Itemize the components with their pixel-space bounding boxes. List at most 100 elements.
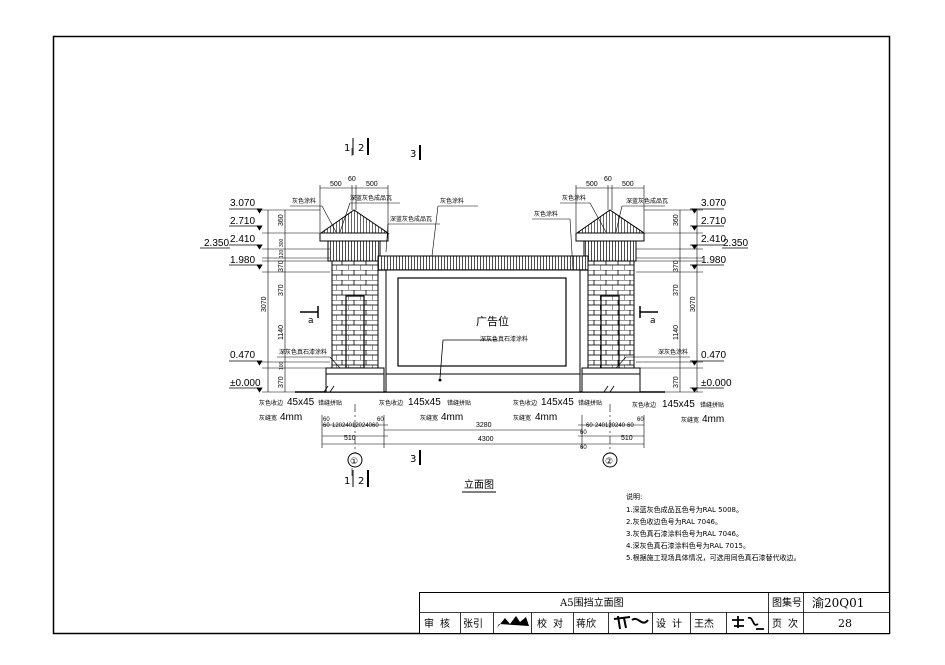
right-vertical-dimensions bbox=[636, 209, 703, 393]
svg-text:60: 60 bbox=[604, 176, 612, 183]
svg-text:深蓝灰色成品瓦: 深蓝灰色成品瓦 bbox=[626, 197, 668, 205]
svg-text:灰色收边: 灰色收边 bbox=[632, 401, 656, 409]
svg-text:500: 500 bbox=[622, 181, 634, 188]
svg-text:错缝拼贴: 错缝拼贴 bbox=[447, 399, 471, 407]
svg-text:300: 300 bbox=[279, 238, 285, 247]
svg-text:510: 510 bbox=[621, 435, 633, 442]
svg-text:145x45: 145x45 bbox=[662, 399, 695, 410]
svg-text:深蓝灰色成品瓦: 深蓝灰色成品瓦 bbox=[390, 215, 432, 223]
title-block: A5围挡立面图 图集号 渝20Q01 审核 张引 校对 蒋欣 设计 王杰 页次 … bbox=[419, 592, 890, 634]
svg-text:100: 100 bbox=[279, 361, 285, 370]
svg-text:370: 370 bbox=[278, 284, 285, 296]
svg-text:设计: 设计 bbox=[656, 617, 688, 630]
svg-text:120: 120 bbox=[332, 423, 343, 429]
material-callouts: 灰色涂料 深蓝灰色成品瓦 灰色涂料 深蓝灰色成品瓦 灰色涂料 灰色涂料 深蓝灰色… bbox=[259, 194, 724, 425]
svg-text:3.070: 3.070 bbox=[230, 198, 255, 209]
svg-text:2: 2 bbox=[358, 476, 364, 487]
svg-text:4300: 4300 bbox=[478, 436, 494, 443]
svg-text:±0.000: ±0.000 bbox=[230, 378, 261, 389]
atlas-label: 图集号 bbox=[772, 596, 802, 609]
svg-text:页次: 页次 bbox=[772, 617, 804, 630]
svg-text:510: 510 bbox=[344, 435, 356, 442]
svg-text:4mm: 4mm bbox=[441, 412, 463, 423]
svg-text:60: 60 bbox=[580, 445, 587, 451]
svg-text:立面图: 立面图 bbox=[464, 478, 494, 491]
left-vertical-dimension-text: 360 300 120 370 370 1140 3070 100 370 bbox=[261, 214, 285, 388]
svg-text:145x45: 145x45 bbox=[408, 397, 441, 408]
svg-text:张引: 张引 bbox=[463, 618, 483, 630]
right-cornice bbox=[575, 232, 645, 242]
gate-elevation: 广告位 bbox=[295, 148, 665, 478]
svg-text:1: 1 bbox=[344, 143, 350, 154]
svg-text:0.470: 0.470 bbox=[701, 350, 726, 361]
svg-text:360: 360 bbox=[673, 214, 680, 226]
axis-labels: ① ② bbox=[347, 452, 618, 468]
right-plinth bbox=[581, 367, 641, 393]
svg-text:120: 120 bbox=[352, 423, 363, 429]
svg-text:60: 60 bbox=[586, 423, 593, 429]
svg-text:60: 60 bbox=[323, 417, 330, 423]
left-plinth bbox=[325, 367, 385, 393]
svg-text:2.灰色收边色号为RAL 7046。: 2.灰色收边色号为RAL 7046。 bbox=[626, 517, 722, 526]
svg-text:5.根据施工现场具体情况，可选用同色真石漆替代收边。: 5.根据施工现场具体情况，可选用同色真石漆替代收边。 bbox=[626, 553, 801, 562]
right-pillar-panel bbox=[600, 295, 620, 369]
svg-text:3: 3 bbox=[410, 149, 416, 160]
svg-text:灰色涂料: 灰色涂料 bbox=[534, 210, 558, 218]
top-dimension-text: 500 60 500 500 60 500 bbox=[330, 176, 634, 188]
svg-text:±0.000: ±0.000 bbox=[701, 378, 732, 389]
svg-text:60: 60 bbox=[323, 423, 330, 429]
svg-text:2.710: 2.710 bbox=[701, 216, 726, 227]
wall-top-tile bbox=[377, 255, 589, 271]
svg-text:500: 500 bbox=[586, 181, 598, 188]
svg-text:a: a bbox=[308, 316, 314, 326]
left-roof bbox=[319, 209, 390, 234]
svg-text:145x45: 145x45 bbox=[541, 397, 574, 408]
reviewer-signature bbox=[497, 616, 529, 628]
svg-text:60: 60 bbox=[348, 176, 356, 183]
svg-text:2.350: 2.350 bbox=[723, 238, 748, 249]
svg-text:240: 240 bbox=[615, 423, 626, 429]
svg-text:3.070: 3.070 bbox=[701, 198, 726, 209]
svg-text:60: 60 bbox=[627, 423, 634, 429]
svg-text:240: 240 bbox=[362, 423, 373, 429]
svg-text:1.980: 1.980 bbox=[701, 255, 726, 266]
svg-text:500: 500 bbox=[366, 181, 378, 188]
left-vertical-dimensions bbox=[262, 209, 330, 393]
svg-text:灰色涂料: 灰色涂料 bbox=[440, 197, 464, 205]
svg-text:灰色涂料: 灰色涂料 bbox=[292, 197, 316, 205]
svg-text:1.深蓝灰色成品瓦色号为RAL 5008。: 1.深蓝灰色成品瓦色号为RAL 5008。 bbox=[626, 505, 743, 514]
svg-text:2.410: 2.410 bbox=[701, 234, 726, 245]
svg-text:深灰色真石漆涂料: 深灰色真石漆涂料 bbox=[279, 348, 327, 356]
svg-text:1.980: 1.980 bbox=[230, 255, 255, 266]
notes-block: 说明: 1.深蓝灰色成品瓦色号为RAL 5008。 2.灰色收边色号为RAL 7… bbox=[626, 492, 801, 562]
svg-text:校对: 校对 bbox=[537, 617, 569, 630]
atlas-number: 渝20Q01 bbox=[812, 595, 864, 610]
ad-label: 广告位 bbox=[476, 314, 509, 328]
svg-text:灰缝宽: 灰缝宽 bbox=[420, 414, 438, 422]
svg-text:a: a bbox=[650, 316, 656, 326]
svg-text:2.710: 2.710 bbox=[230, 216, 255, 227]
svg-text:深灰色真石漆涂料: 深灰色真石漆涂料 bbox=[480, 335, 528, 343]
right-pillar bbox=[575, 209, 646, 393]
svg-text:1140: 1140 bbox=[673, 325, 680, 340]
svg-text:灰色收边: 灰色收边 bbox=[259, 399, 283, 407]
bottom-dimension-text: 60 60 120 240 120 240 60 60 510 3280 430… bbox=[323, 417, 644, 451]
svg-text:360: 360 bbox=[278, 214, 285, 226]
svg-text:审核: 审核 bbox=[424, 617, 456, 630]
top-dimensions bbox=[319, 185, 645, 232]
svg-text:500: 500 bbox=[330, 181, 342, 188]
svg-text:错缝拼贴: 错缝拼贴 bbox=[318, 399, 342, 407]
right-cap bbox=[583, 240, 637, 262]
svg-text:370: 370 bbox=[673, 376, 680, 388]
middle-wall: 广告位 bbox=[377, 255, 589, 393]
page-number: 28 bbox=[838, 617, 852, 630]
svg-text:240: 240 bbox=[342, 423, 353, 429]
checker-signature bbox=[613, 615, 649, 630]
left-pillar-panel bbox=[345, 295, 365, 369]
elevation-markers-right: 3.070 2.710 2.410 2.350 1.980 0.470 ±0.0… bbox=[690, 198, 748, 393]
svg-text:4mm: 4mm bbox=[280, 412, 302, 423]
svg-text:60: 60 bbox=[377, 417, 384, 423]
elevation-caption: 立面图 bbox=[462, 478, 496, 493]
svg-text:120: 120 bbox=[279, 249, 285, 258]
svg-text:3070: 3070 bbox=[690, 296, 697, 312]
